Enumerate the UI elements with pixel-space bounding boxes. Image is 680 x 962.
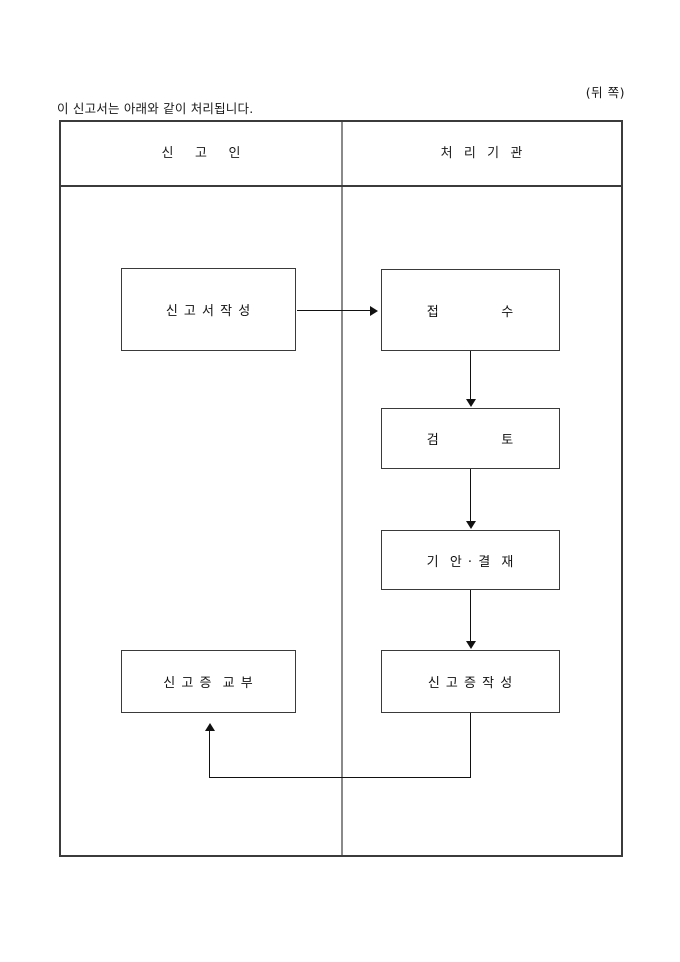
arrow-down-icon (466, 521, 476, 529)
header-separator-rule (61, 185, 621, 187)
connector-return-across-segment (209, 777, 471, 778)
column-header-reporter: 신 고 인 (161, 146, 242, 161)
flow-box-review: 검 토 (381, 408, 560, 469)
connector-review-to-draft-line (470, 469, 471, 521)
flow-box-prepare-form: 신 고 서 작 성 (121, 268, 296, 351)
flow-box-draft-approval: 기 안 · 결 재 (381, 530, 560, 590)
connector-return-down-segment (470, 713, 471, 777)
flow-box-issue-certificate: 신 고 증 교 부 (121, 650, 296, 713)
page-side-label: (뒤 쪽) (585, 85, 625, 100)
flow-box-receipt: 접 수 (381, 269, 560, 351)
flow-box-make-certificate: 신 고 증 작 성 (381, 650, 560, 713)
connector-return-up-segment (209, 731, 210, 778)
arrow-up-icon (205, 723, 215, 731)
process-flow-table: 신 고 인 처 리 기 관 (59, 120, 623, 857)
arrow-right-icon (370, 306, 378, 316)
arrow-down-icon (466, 399, 476, 407)
arrow-down-icon (466, 641, 476, 649)
connector-receipt-to-review-line (470, 351, 471, 399)
intro-sentence: 이 신고서는 아래와 같이 처리됩니다. (57, 101, 254, 116)
connector-draft-to-make-line (470, 590, 471, 641)
column-divider (341, 122, 343, 855)
connector-form-to-receipt-line (297, 310, 370, 311)
column-header-agency: 처 리 기 관 (440, 146, 524, 161)
